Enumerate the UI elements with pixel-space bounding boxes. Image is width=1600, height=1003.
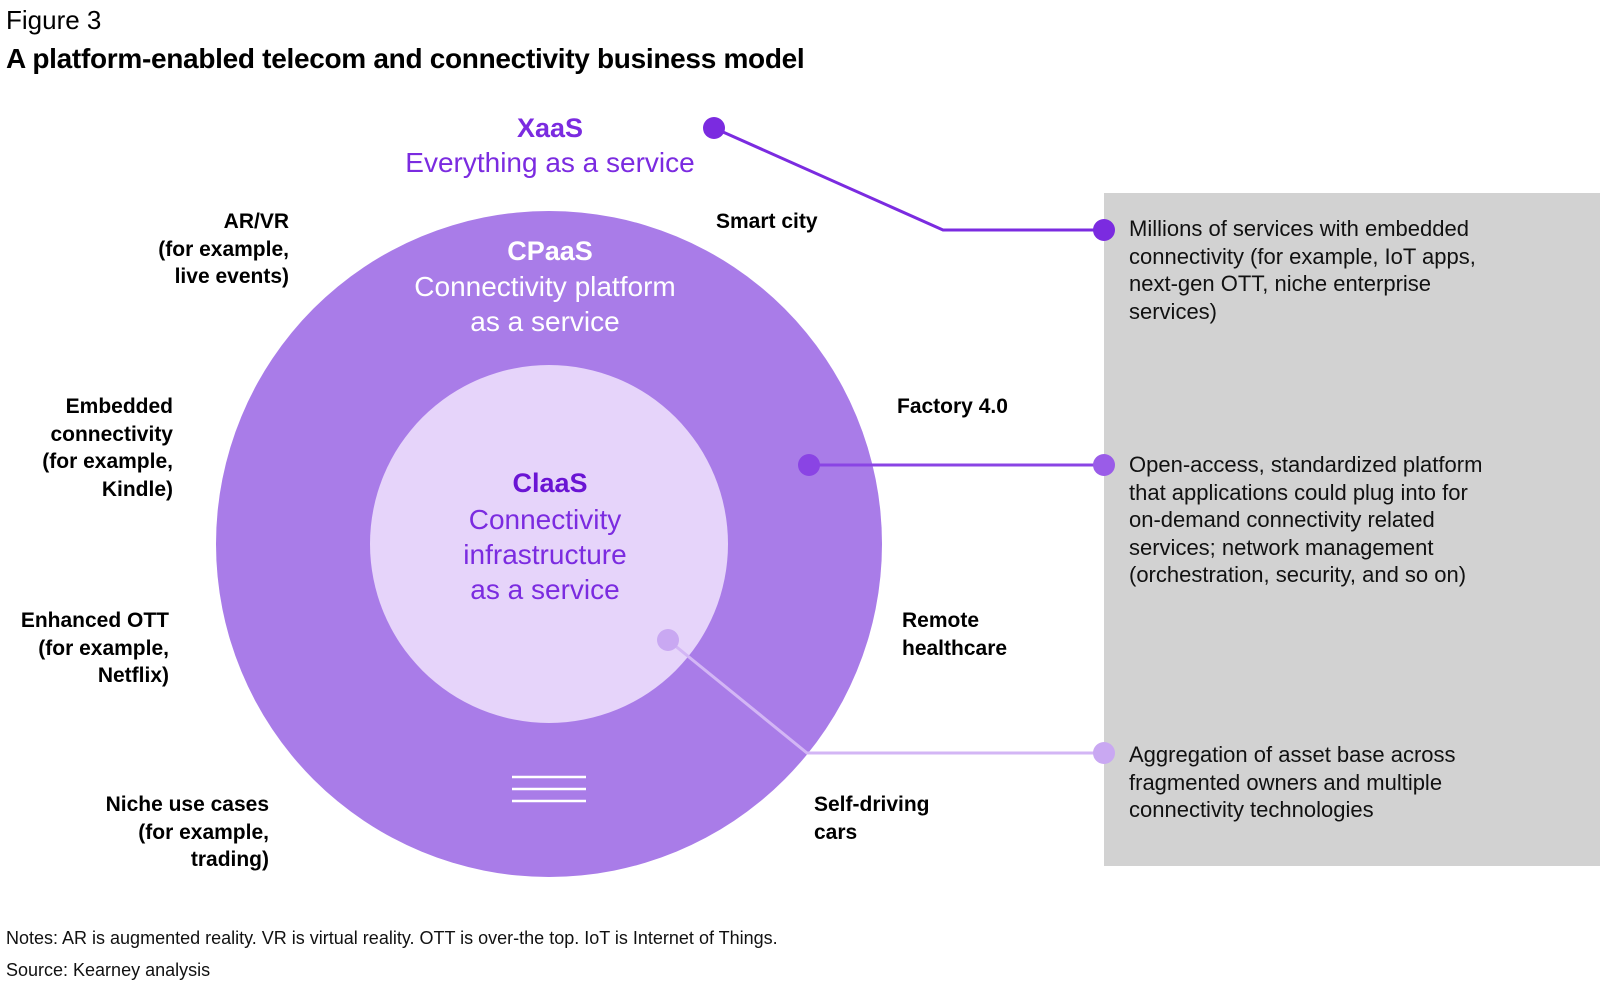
callout-line: connectivity technologies [1129,797,1374,822]
use-case-line: Factory 4.0 [897,395,1008,418]
xaas-dot [703,117,725,139]
use-case-line: connectivity [50,422,173,446]
use-case-line: Embedded [65,395,173,418]
use-case-line: cars [814,820,858,844]
use-case-line: (for example, [158,237,289,261]
figure-label: Figure 3 [6,5,102,35]
claas-dot [657,629,679,651]
claas-name-line: infrastructure [463,539,627,570]
footer-source: Source: Kearney analysis [6,960,211,980]
use-case-line: (for example, [138,820,269,844]
use-case-remote-healthcare: Remote healthcare [902,607,1007,662]
use-case-line: Enhanced OTT [20,609,169,632]
callout-panel [1104,193,1600,866]
cpaas-dot [798,454,820,476]
use-case-line: Self-driving [814,793,930,816]
xaas-name: Everything as a service [405,147,695,178]
use-case-niche: Niche use cases (for example, trading) [40,791,269,874]
use-case-self-driving-cars: Self-driving cars [814,791,930,846]
callout-xaas-text: Millions of services with embedded conne… [1129,215,1589,325]
callout-line: services; network management [1129,534,1434,560]
xaas-callout-dot [1093,219,1115,241]
use-case-line: (for example, [38,636,169,660]
callout-line: connectivity (for example, IoT apps, [1129,243,1476,269]
callout-line: Open-access, standardized platform [1129,452,1483,477]
claas-connector-line [667,638,1104,755]
cpaas-name: Connectivity platform as a service [360,269,730,339]
use-case-line: Smart city [716,210,818,233]
callout-line: next-gen OTT, niche enterprise [1129,271,1432,296]
use-case-enhanced-ott: Enhanced OTT (for example, Netflix) [0,607,169,690]
footer-notes: Notes: AR is augmented reality. VR is vi… [6,928,778,948]
callout-line: services) [1129,298,1218,324]
figure-title: A platform-enabled telecom and connectiv… [6,43,805,74]
callout-line: that applications could plug into for [1129,479,1468,505]
use-case-line: Niche use cases [105,793,269,816]
use-case-line: live events) [174,265,289,288]
use-case-line: trading) [190,848,269,871]
claas-callout-dot [1093,742,1115,764]
use-case-line: Kindle) [101,477,173,501]
cpaas-name-line: as a service [470,306,620,337]
claas-name-line: as a service [470,574,620,605]
callout-claas-text: Aggregation of asset base across fragmen… [1129,741,1589,824]
use-case-ar-vr: AR/VR (for example, live events) [60,208,289,291]
use-case-smart-city: Smart city [716,208,818,236]
menu-lines-icon [512,775,586,803]
use-case-line: Remote [902,609,980,632]
callout-cpaas-text: Open-access, standardized platform that … [1129,451,1589,589]
claas-name: Connectivity infrastructure as a service [420,502,670,607]
callout-line: fragmented owners and multiple [1129,769,1443,795]
callout-line: Millions of services with embedded [1129,216,1469,241]
callout-line: Aggregation of asset base across [1129,742,1456,767]
use-case-line: Netflix) [97,664,169,687]
xaas-abbreviation: XaaS [516,113,584,143]
cpaas-abbreviation: CPaaS [507,236,593,266]
cpaas-callout-dot [1093,454,1115,476]
use-case-factory: Factory 4.0 [897,393,1008,421]
xaas-connector-line [713,126,1104,232]
claas-name-line: Connectivity [468,504,622,535]
use-case-line: AR/VR [223,210,289,233]
use-case-embedded-connectivity: Embedded connectivity (for example, Kind… [0,393,173,503]
cpaas-name-line: Connectivity platform [414,271,676,302]
use-case-line: (for example, [42,450,173,473]
claas-circle [370,365,728,723]
claas-abbreviation: ClaaS [512,468,588,498]
callout-line: (orchestration, security, and so on) [1129,562,1467,587]
use-case-line: healthcare [902,636,1008,660]
callout-line: on-demand connectivity related [1129,507,1435,532]
